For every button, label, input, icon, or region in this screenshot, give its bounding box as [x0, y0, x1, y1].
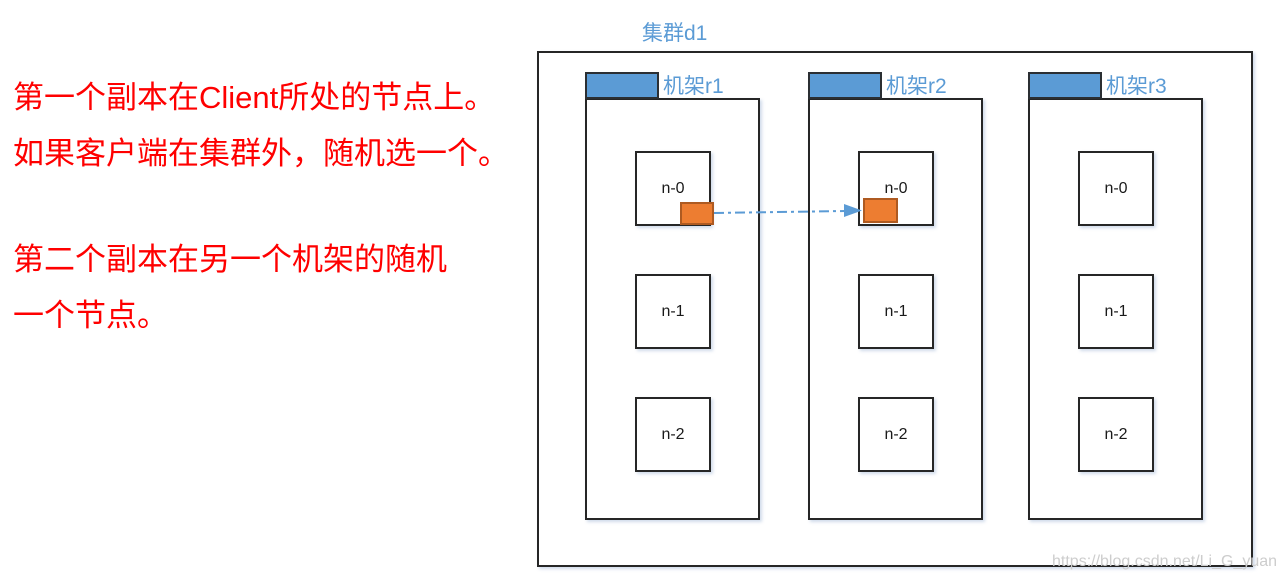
rack-r2: 机架r2 n-0 n-1 n-2 [808, 72, 983, 520]
replica-arrow [713, 204, 862, 217]
node-label: n-1 [661, 302, 685, 320]
rack-r1: 机架r1 n-0 n-1 n-2 [585, 72, 760, 520]
rack-r2-label: 机架r2 [886, 75, 947, 98]
annotation-line: 第一个副本在Client所处的节点上。 [13, 80, 496, 115]
annotation-line: 第二个副本在另一个机架的随机 [13, 242, 447, 277]
node-label: n-0 [661, 179, 685, 197]
replica-block-target [863, 198, 898, 223]
annotation-line: 如果客户端在集群外，随机选一个。 [13, 136, 509, 171]
node-label: n-0 [884, 179, 908, 197]
node-r3-n1: n-1 [1078, 274, 1154, 349]
node-label: n-1 [1104, 302, 1128, 320]
replica-block-source [680, 202, 714, 225]
node-r1-n2: n-2 [635, 397, 711, 472]
watermark-text: https://blog.csdn.net/Li_G_yuan [1052, 553, 1278, 570]
rack-tab [585, 72, 659, 99]
annotation-line: 一个节点。 [13, 298, 168, 333]
cluster-box [537, 51, 1253, 567]
node-r3-n2: n-2 [1078, 397, 1154, 472]
annotation-text: 第一个副本在Client所处的节点上。 如果客户端在集群外，随机选一个。 第二个… [13, 70, 509, 344]
node-label: n-2 [1104, 425, 1128, 443]
node-r2-n1: n-1 [858, 274, 934, 349]
rack-r1-label: 机架r1 [663, 75, 724, 98]
node-label: n-2 [884, 425, 908, 443]
node-label: n-2 [661, 425, 685, 443]
rack-tab [808, 72, 882, 99]
rack-r3-label: 机架r3 [1106, 75, 1167, 98]
rack-r3: 机架r3 n-0 n-1 n-2 [1028, 72, 1203, 520]
node-label: n-1 [884, 302, 908, 320]
node-label: n-0 [1104, 179, 1128, 197]
cluster-label: 集群d1 [642, 22, 708, 45]
node-r2-n2: n-2 [858, 397, 934, 472]
rack-tab [1028, 72, 1102, 99]
node-r1-n1: n-1 [635, 274, 711, 349]
node-r3-n0: n-0 [1078, 151, 1154, 226]
